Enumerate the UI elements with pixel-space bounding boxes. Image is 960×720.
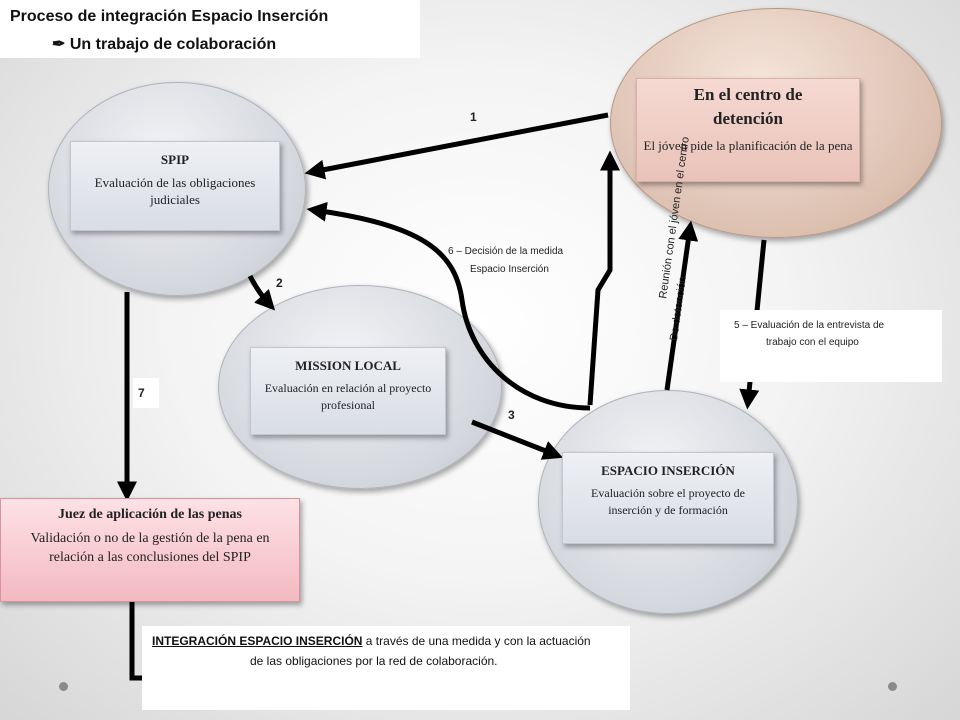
centro-title: En el centro de detención bbox=[693, 85, 803, 128]
edge-label-3: 3 bbox=[508, 408, 515, 422]
left-dot bbox=[59, 682, 68, 691]
page-title: Proceso de integración Espacio Inserción bbox=[10, 8, 329, 25]
mission-title: MISSION LOCAL bbox=[295, 358, 401, 373]
arrow-2 bbox=[247, 274, 276, 311]
page-subtitle: ✒ Un trabajo de colaboración bbox=[52, 34, 276, 54]
edge-label-2: 2 bbox=[276, 276, 283, 290]
edge-label-5-line1: 5 – Evaluación de la entrevista de bbox=[734, 320, 885, 331]
footer-line1: INTEGRACIÓN ESPACIO INSERCIÓN a través d… bbox=[152, 634, 591, 648]
edge-label-7-box bbox=[133, 378, 159, 408]
right-dot bbox=[888, 682, 897, 691]
arrow-4b bbox=[664, 220, 699, 391]
edge-label-5-box bbox=[720, 310, 942, 382]
footer-line2: de las obligaciones por la red de colabo… bbox=[250, 654, 498, 668]
juez-text: Validación o no de la gestión de la pena… bbox=[30, 531, 270, 565]
espacio-text: Evaluación sobre el proyecto de inserció… bbox=[591, 486, 745, 517]
juez-card: Juez de aplicación de las penas Validaci… bbox=[0, 498, 300, 602]
footer-underlined: INTEGRACIÓN ESPACIO INSERCIÓN bbox=[152, 634, 363, 648]
mission-text: Evaluación en relación al proyecto profe… bbox=[264, 381, 432, 412]
spip-title: SPIP bbox=[160, 152, 190, 167]
centro-text: El jóven pide la planificación de la pen… bbox=[643, 138, 853, 153]
arrow-6 bbox=[306, 201, 591, 411]
juez-title: Juez de aplicación de las penas bbox=[58, 507, 242, 522]
footer-box bbox=[142, 626, 630, 710]
edge-label-6-line2: Espacio Inserción bbox=[470, 264, 549, 275]
arrow-4a bbox=[587, 150, 620, 406]
subtitle-text: Un trabajo de colaboración bbox=[69, 36, 277, 53]
centro-card: En el centro de detención El jóven pide … bbox=[636, 78, 860, 182]
edge-label-1: 1 bbox=[470, 110, 477, 124]
spip-text: Evaluación de las obligaciones judiciale… bbox=[94, 175, 256, 207]
edge-label-6-line1: 6 – Decisión de la medida bbox=[448, 246, 564, 257]
footer-rest: a través de una medida y con la actuació… bbox=[362, 634, 591, 648]
arrow-3 bbox=[471, 419, 563, 460]
edge-label-5-line2: trabajo con el equipo bbox=[766, 337, 859, 348]
espacio-title: ESPACIO INSERCIÓN bbox=[601, 463, 735, 478]
spip-card: SPIP Evaluación de las obligaciones judi… bbox=[70, 141, 280, 231]
edge-label-7: 7 bbox=[138, 386, 145, 400]
mission-card: MISSION LOCAL Evaluación en relación al … bbox=[250, 347, 446, 435]
arrow-1 bbox=[304, 112, 609, 180]
title-box bbox=[0, 0, 420, 58]
espacio-card: ESPACIO INSERCIÓN Evaluación sobre el pr… bbox=[562, 452, 774, 544]
pen-icon: ✒ bbox=[52, 36, 66, 53]
